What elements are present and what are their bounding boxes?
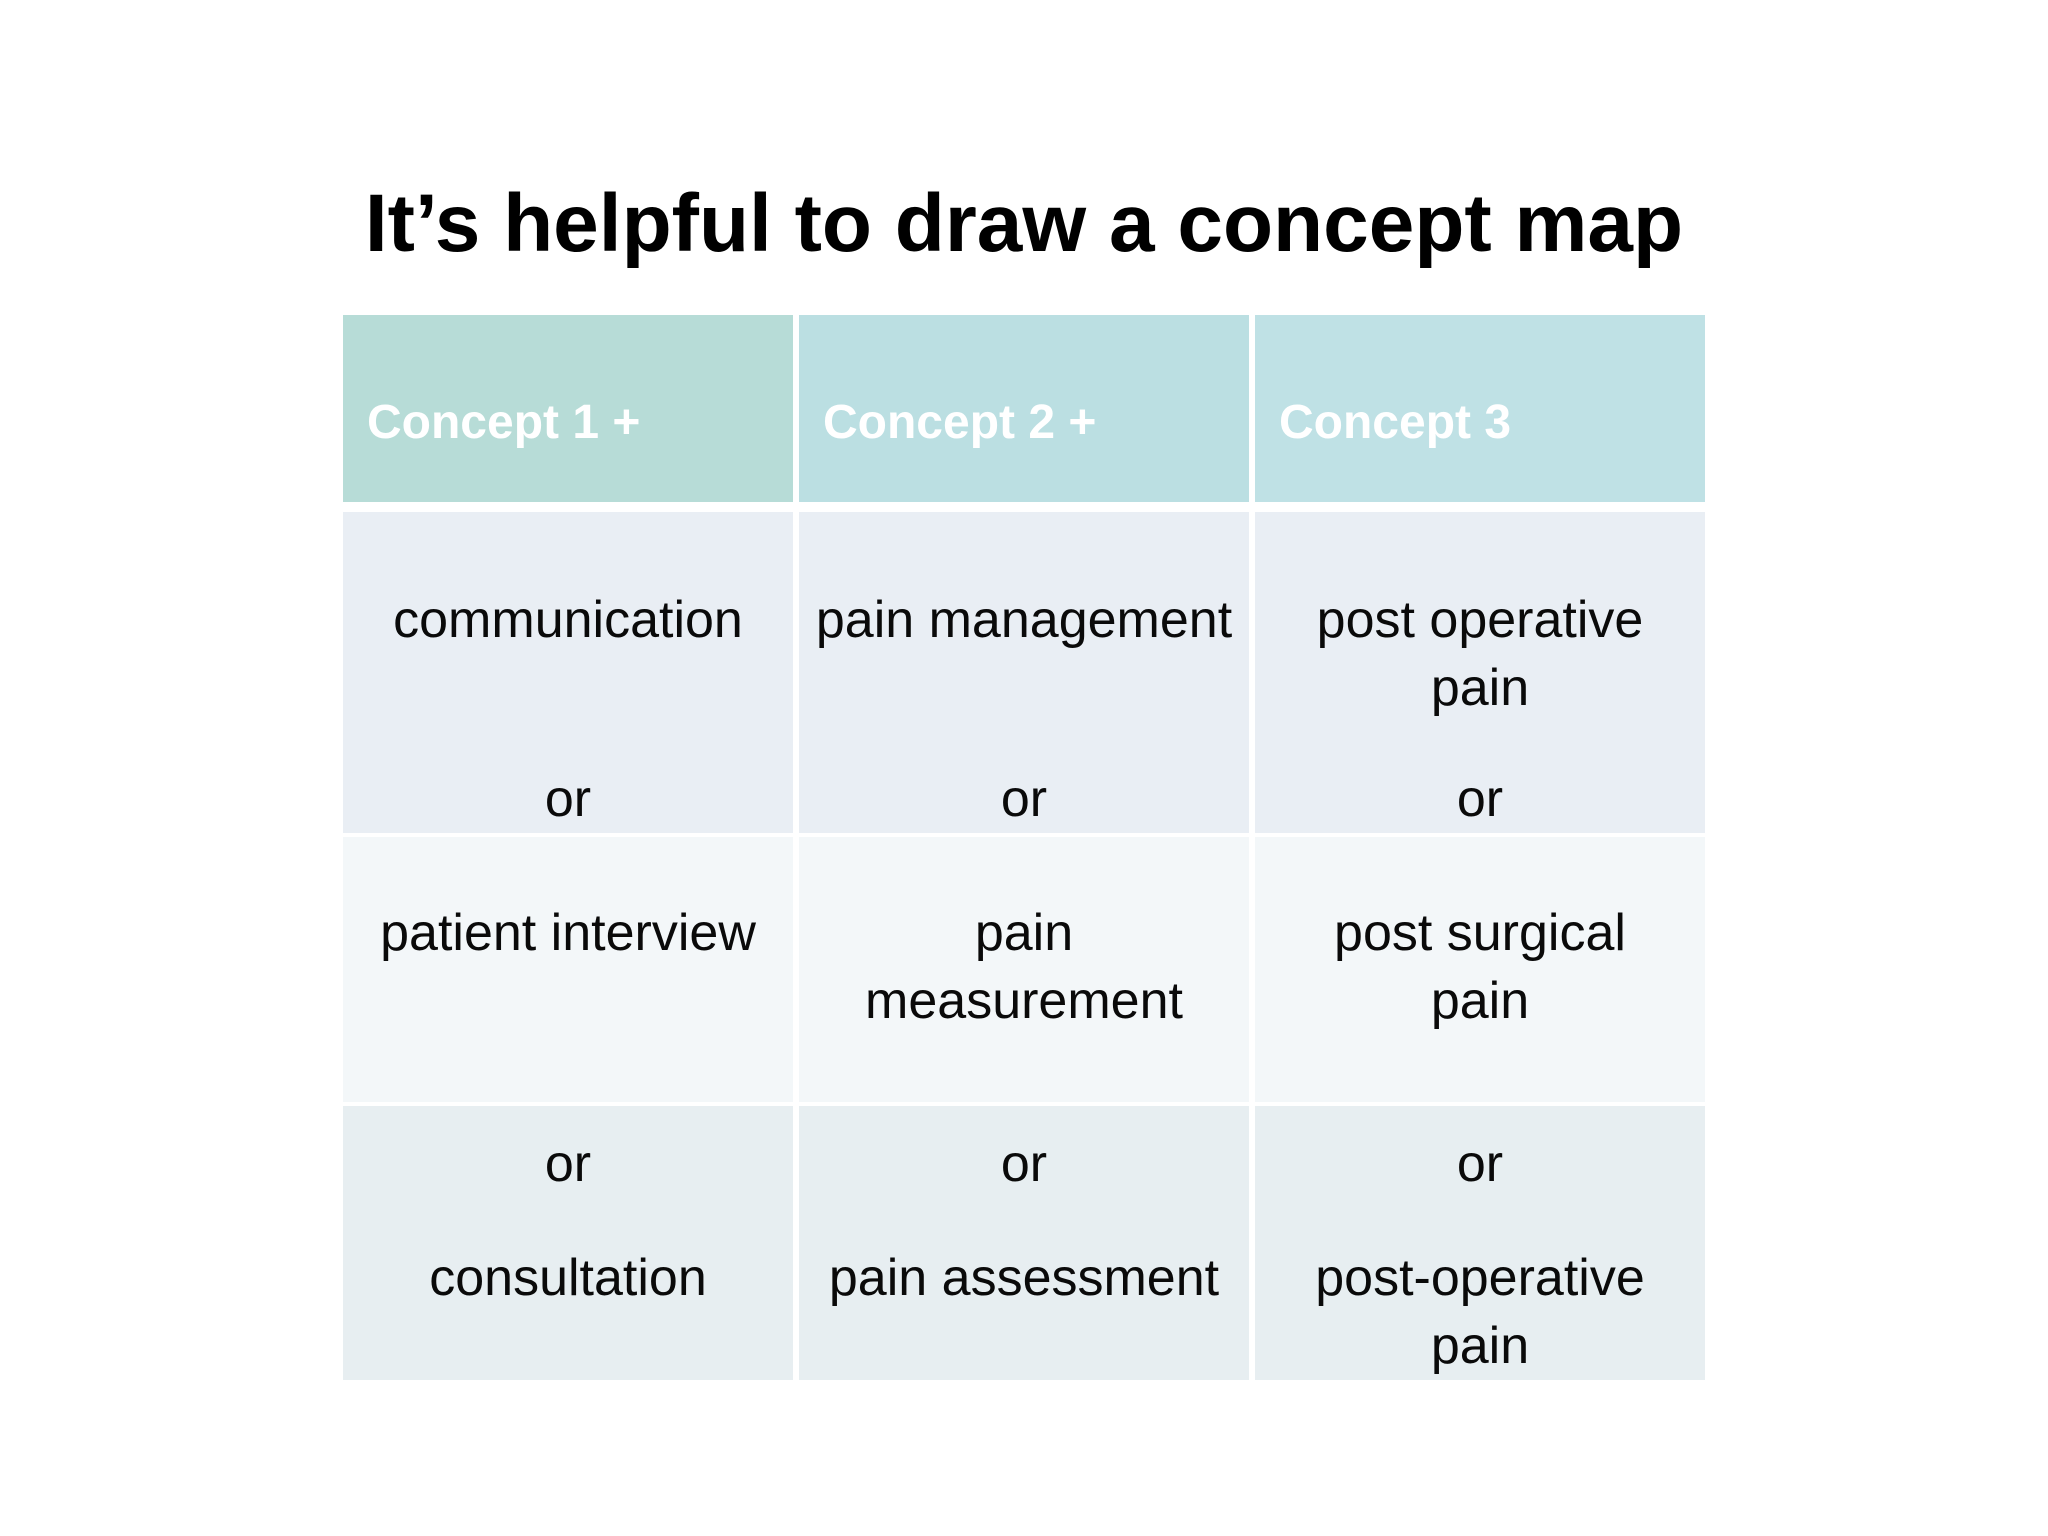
table-cell: pain measurement [799, 837, 1249, 1102]
table-cell: post surgical pain [1255, 837, 1705, 1102]
or-connector: or [1000, 770, 1048, 828]
concept-term: post surgical pain [1334, 904, 1626, 1030]
slide-title: It’s helpful to draw a concept map [364, 177, 1684, 269]
or-connector: or [544, 1135, 592, 1193]
or-connector: or [1456, 1135, 1504, 1193]
or-connector: or [544, 770, 592, 828]
table-row: or consultation or pain assessment or po… [343, 1106, 1705, 1380]
table-header-row: Concept 1 + Concept 2 + Concept 3 [343, 315, 1705, 502]
concept-table: Concept 1 + Concept 2 + Concept 3 commun… [343, 315, 1705, 1380]
or-connector: or [1456, 770, 1504, 828]
table-header-concept-1: Concept 1 + [343, 315, 793, 502]
concept-term: patient interview [380, 904, 756, 962]
table-cell: or post-operative pain [1255, 1106, 1705, 1380]
concept-term: post-operative pain [1315, 1249, 1645, 1375]
table-header-concept-3: Concept 3 [1255, 315, 1705, 502]
table-cell: or pain assessment [799, 1106, 1249, 1380]
table-cell: patient interview [343, 837, 793, 1102]
table-row: patient interview pain measurement post … [343, 837, 1705, 1102]
concept-term: consultation [429, 1249, 707, 1307]
table-cell: or consultation [343, 1106, 793, 1380]
concept-term: pain management [815, 591, 1233, 649]
table-header-concept-2: Concept 2 + [799, 315, 1249, 502]
table-cell: communication or [343, 512, 793, 833]
table-cell: pain management or [799, 512, 1249, 833]
or-connector: or [1000, 1135, 1048, 1193]
table-cell: post operative pain or [1255, 512, 1705, 833]
concept-term: pain assessment [828, 1249, 1220, 1307]
concept-term: communication [393, 591, 743, 649]
concept-term: pain measurement [865, 904, 1183, 1030]
table-row: communication or pain management or post… [343, 512, 1705, 833]
concept-term: post operative pain [1316, 591, 1644, 717]
